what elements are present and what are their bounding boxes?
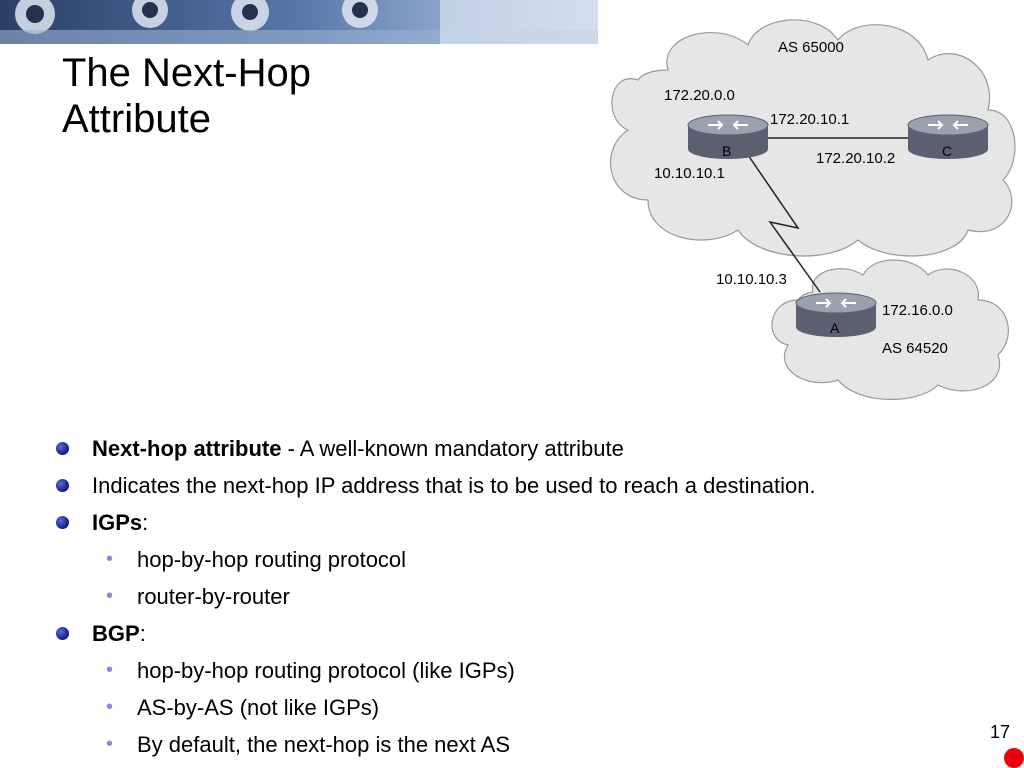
c-address: 172.20.10.2 <box>816 150 895 167</box>
router-b-label: B <box>722 143 731 159</box>
slide-title: The Next-Hop Attribute <box>62 50 311 142</box>
net-172-20-label: 172.20.0.0 <box>664 87 735 104</box>
sub-bullet-text: router-by-router <box>137 584 290 609</box>
bullet-text: Indicates the next-hop IP address that i… <box>92 473 816 498</box>
bullet-icon <box>56 627 69 640</box>
router-c-icon <box>907 114 989 159</box>
router-c-label: C <box>942 143 952 159</box>
bullet-bold-text: Next-hop attribute <box>92 436 282 461</box>
network-diagram: B C A AS 65000 172.20.0.0 172.20.10.1 17… <box>610 19 1016 401</box>
title-line-1: The Next-Hop <box>62 51 311 95</box>
bullet-text: : <box>139 621 146 646</box>
sub-bullet-text: hop-by-hop routing protocol (like IGPs) <box>137 658 515 683</box>
header-banner-image <box>0 0 598 44</box>
bullet-bold-text: IGPs <box>92 510 143 535</box>
bullet-text: - A well-known mandatory attribute <box>281 436 624 461</box>
router-a-icon <box>795 292 877 337</box>
net-172-16-label: 172.16.0.0 <box>882 302 953 319</box>
sub-bullet-item: • router-by-router <box>55 578 1015 615</box>
bullet-item: Indicates the next-hop IP address that i… <box>55 467 1015 504</box>
page-number: 17 <box>990 722 1011 742</box>
bullet-icon <box>56 516 69 529</box>
router-b-icon <box>687 114 769 159</box>
bullet-list: Next-hop attribute - A well-known mandat… <box>55 430 1015 763</box>
sub-bullet-icon: • <box>106 659 114 681</box>
sub-bullet-item: • AS-by-AS (not like IGPs) <box>55 689 1015 726</box>
sub-bullet-icon: • <box>106 585 114 607</box>
sub-bullet-text: hop-by-hop routing protocol <box>137 547 407 572</box>
bullet-item: BGP: <box>55 615 1015 652</box>
title-line-2: Attribute <box>62 97 211 141</box>
red-dot-icon <box>1004 748 1024 768</box>
bullet-icon <box>56 479 69 492</box>
a-serial-address: 10.10.10.3 <box>716 271 787 288</box>
bullet-item: Next-hop attribute - A well-known mandat… <box>55 430 1015 467</box>
bullet-text: : <box>142 510 149 535</box>
sub-bullet-item: • hop-by-hop routing protocol <box>55 541 1015 578</box>
sub-bullet-item: • By default, the next-hop is the next A… <box>55 726 1015 763</box>
b-serial-address: 10.10.10.1 <box>654 165 725 182</box>
link-b-a-serial <box>747 154 821 293</box>
as-64520-label: AS 64520 <box>882 340 948 357</box>
sub-bullet-text: By default, the next-hop is the next AS <box>137 732 511 757</box>
router-a-label: A <box>830 320 840 336</box>
bullet-icon <box>56 442 69 455</box>
bullet-bold-text: BGP <box>92 621 140 646</box>
bullet-item: IGPs: <box>55 504 1015 541</box>
sub-bullet-icon: • <box>106 733 114 755</box>
sub-bullet-text: AS-by-AS (not like IGPs) <box>137 695 380 720</box>
sub-bullet-item: • hop-by-hop routing protocol (like IGPs… <box>55 652 1015 689</box>
sub-bullet-icon: • <box>106 696 114 718</box>
b-c-link-address: 172.20.10.1 <box>770 111 849 128</box>
as-65000-label: AS 65000 <box>778 39 844 56</box>
sub-bullet-icon: • <box>106 548 114 570</box>
